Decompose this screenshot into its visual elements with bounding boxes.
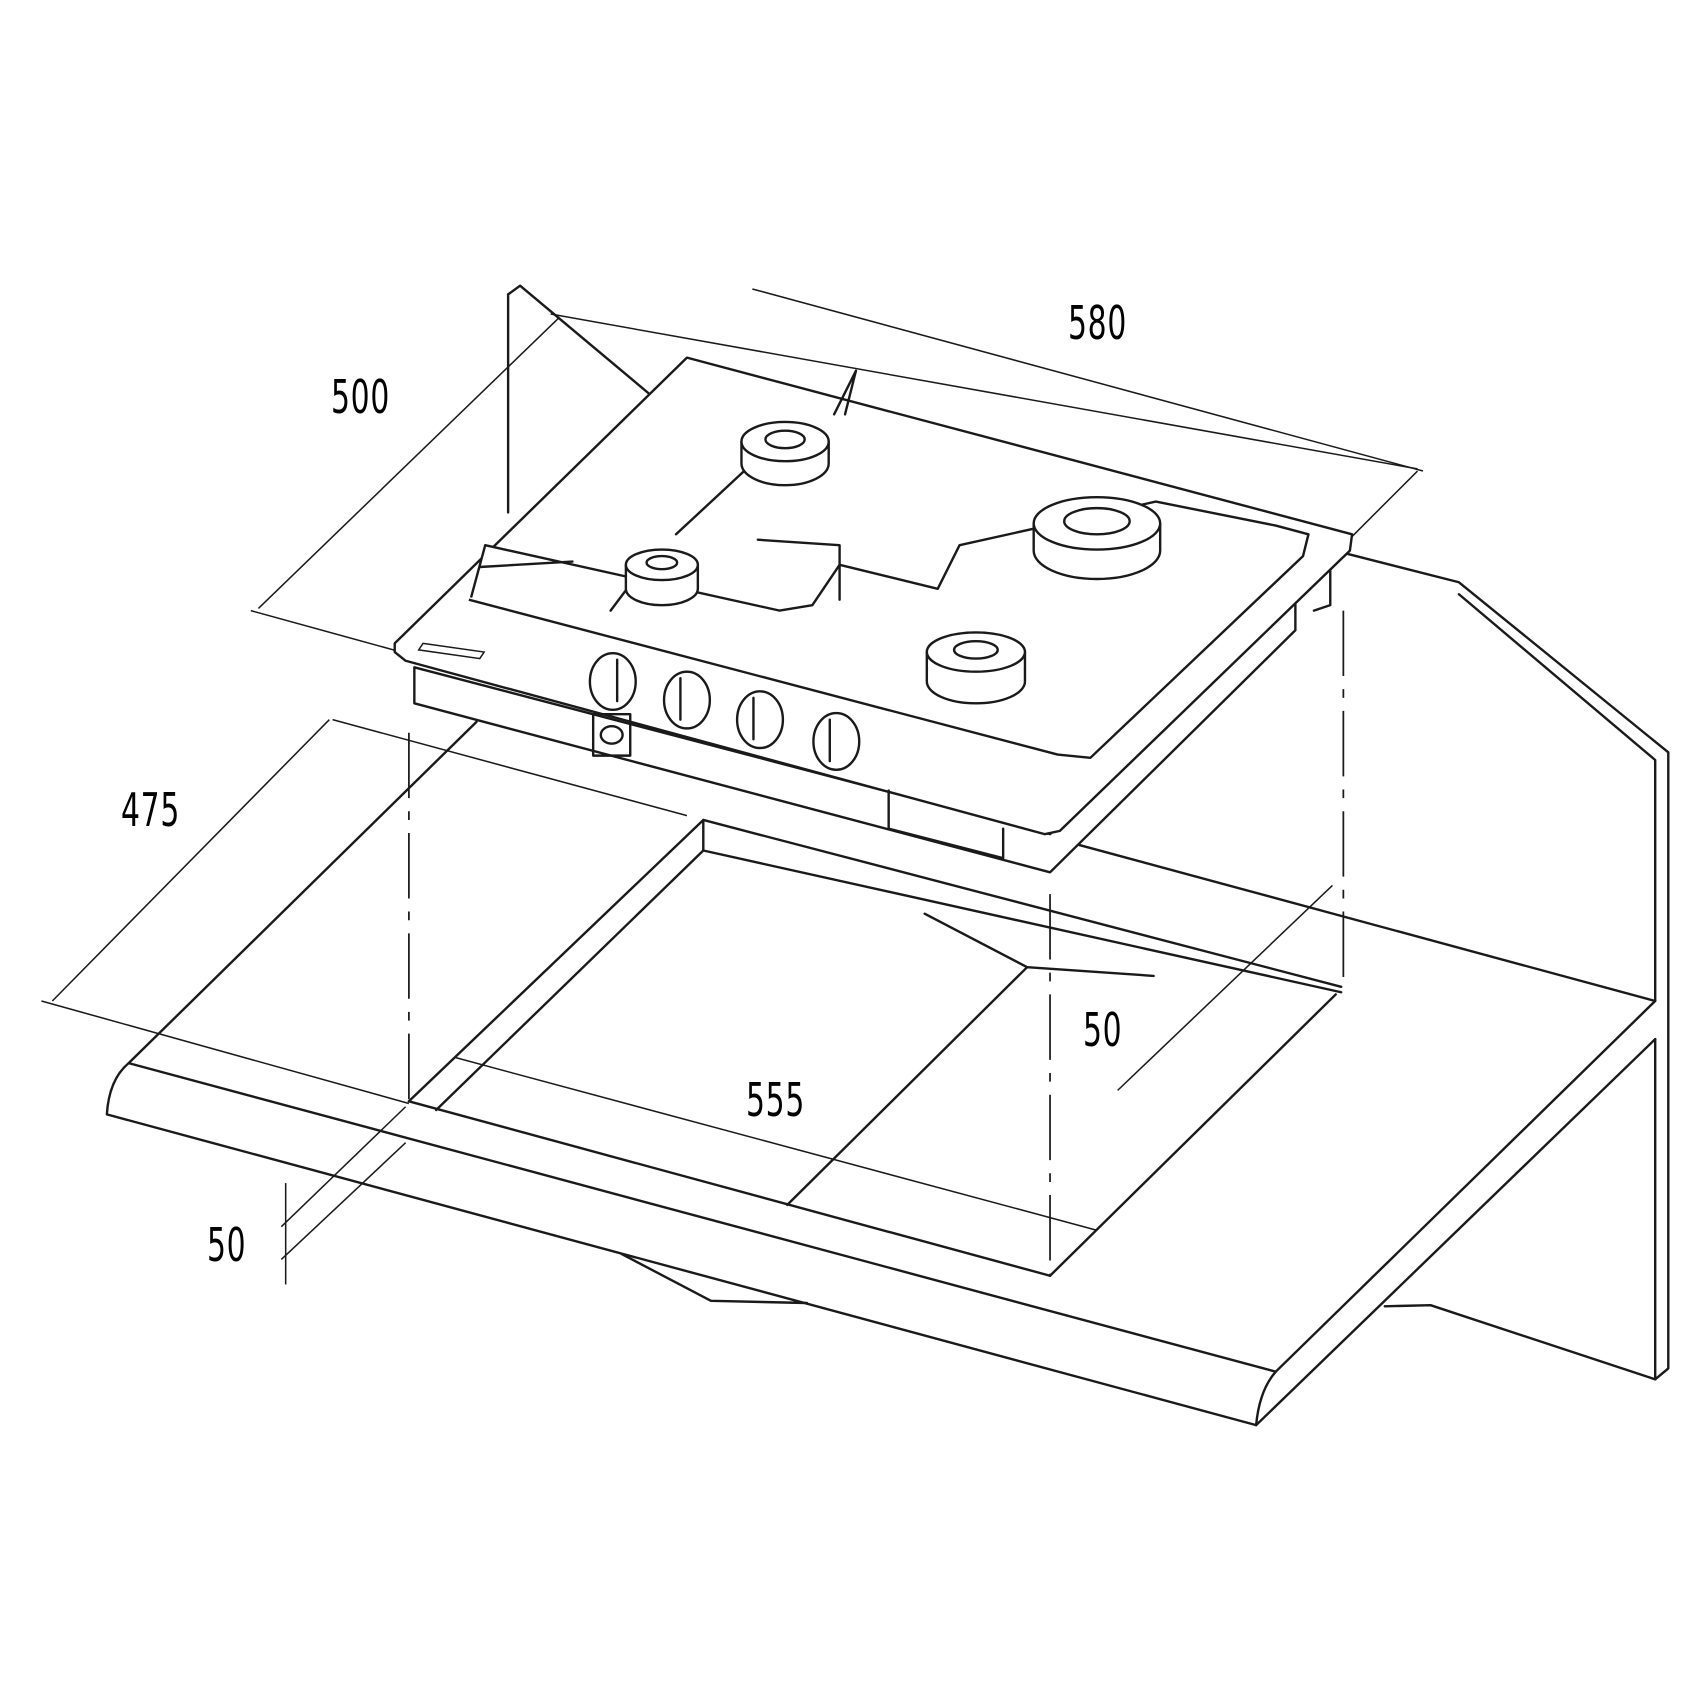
countertop — [105, 720, 1657, 1427]
gas-hob — [393, 356, 1354, 874]
dimension-front-clearance: 50 — [207, 1218, 247, 1272]
dimension-hob-depth: 500 — [331, 370, 391, 424]
knob-3 — [735, 690, 785, 750]
knob-1 — [588, 651, 637, 712]
dimension-back-clearance: 50 — [1083, 1003, 1123, 1057]
dimension-hob-width: 580 — [1068, 296, 1128, 350]
dimension-lines — [41, 284, 1424, 1285]
knob-2 — [662, 670, 712, 730]
burner-rear-right — [1032, 496, 1162, 581]
burners — [624, 420, 1162, 705]
dimension-cutout-width: 555 — [746, 1073, 806, 1127]
control-knobs — [588, 651, 861, 772]
back-wall — [1346, 552, 1670, 1381]
dimension-cutout-depth: 475 — [121, 783, 181, 837]
knob-4 — [812, 711, 861, 772]
burner-front-left — [624, 548, 700, 607]
burner-rear-left — [740, 420, 830, 487]
burner-front-right — [925, 631, 1027, 705]
